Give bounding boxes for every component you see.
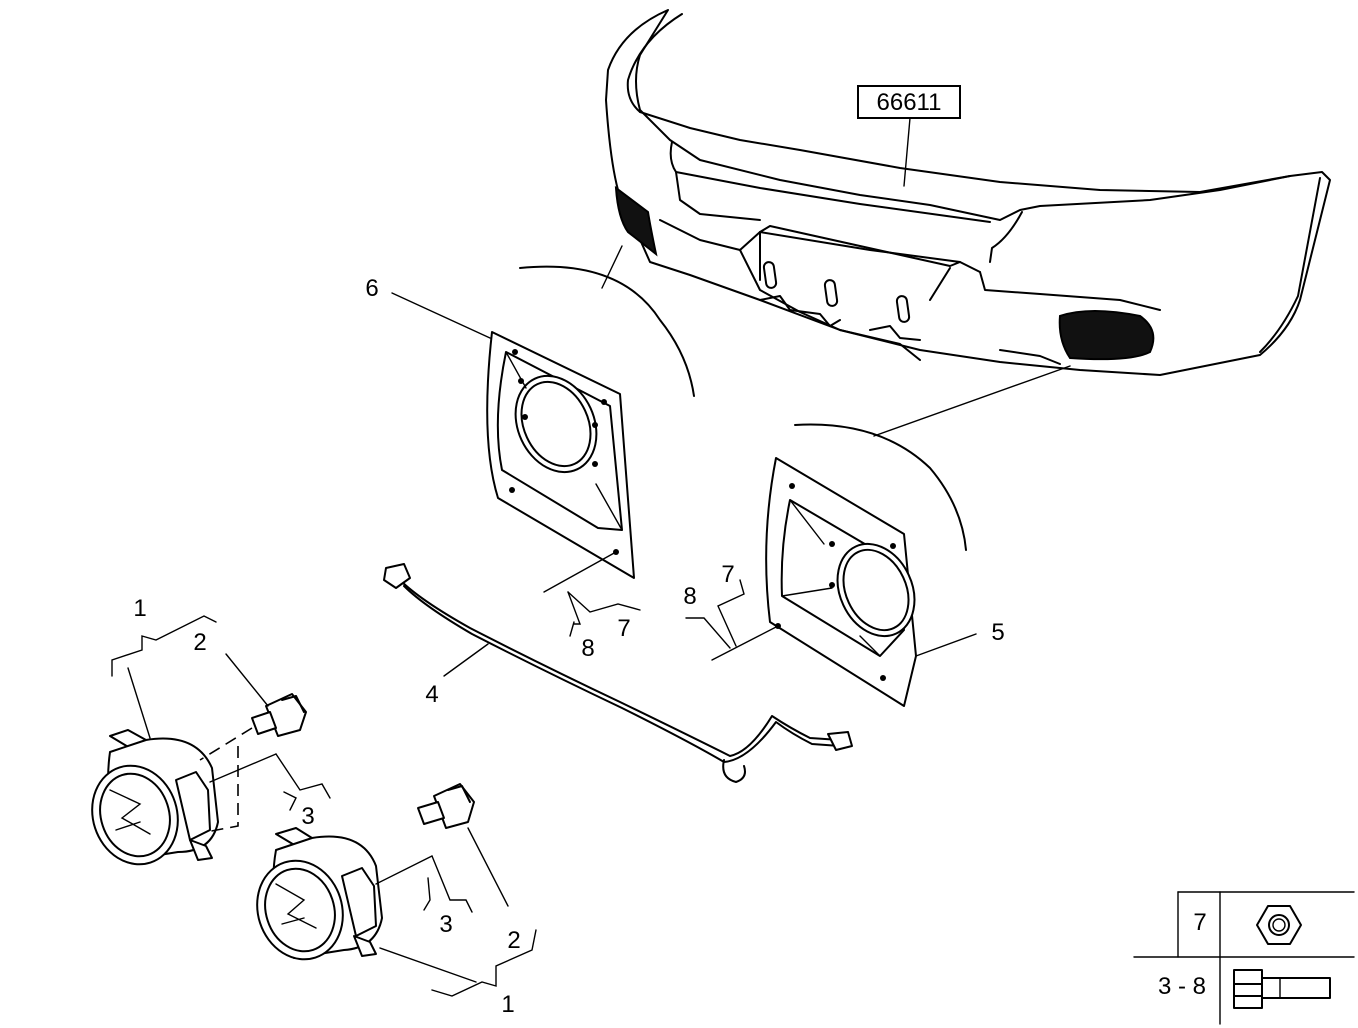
callout-7-right: 7 <box>721 561 734 588</box>
callout-3-upper: 3 <box>301 803 314 830</box>
wiring-harness-4 <box>383 563 853 783</box>
callout-1-lower: 1 <box>501 991 514 1018</box>
fog-lamp-1-upper <box>91 729 219 866</box>
fastener-legend-table: 7 3 - 8 <box>1133 891 1355 1025</box>
callout-2-lower: 2 <box>507 927 520 954</box>
callout-4: 4 <box>425 681 438 708</box>
callout-8-left: 8 <box>581 635 594 662</box>
callout-2-upper: 2 <box>193 629 206 656</box>
callout-8-right: 8 <box>683 583 696 610</box>
legend-label-7: 7 <box>1193 909 1206 936</box>
callout-6: 6 <box>365 275 378 302</box>
callout-3-lower: 3 <box>439 911 452 938</box>
bracket-5-right <box>765 457 917 707</box>
bulb-2-lower <box>417 783 475 829</box>
callout-7-left: 7 <box>617 615 630 642</box>
reference-label: 66611 <box>877 89 942 116</box>
legend-label-3-8: 3 - 8 <box>1158 973 1206 1000</box>
right-fender-arc <box>794 423 967 551</box>
left-fender-arc <box>519 265 695 397</box>
bulb-2-upper <box>251 693 307 737</box>
fog-lamp-1-lower <box>256 827 383 961</box>
front-bumper <box>605 9 1331 376</box>
hex-nut-icon <box>1256 905 1302 945</box>
callout-5: 5 <box>991 619 1004 646</box>
reference-66611-box: 66611 <box>857 85 961 119</box>
callout-1-upper: 1 <box>133 595 146 622</box>
hex-bolt-icon <box>1233 969 1331 1009</box>
bracket-6-left <box>486 331 635 579</box>
